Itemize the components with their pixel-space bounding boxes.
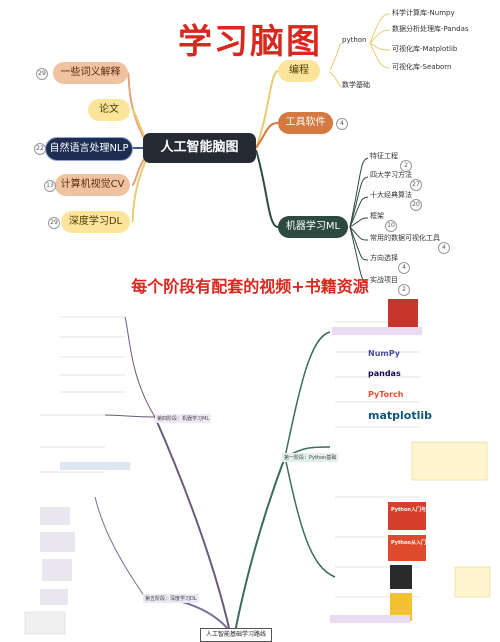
ml-item-badge: 20 (410, 199, 422, 211)
ml-item-badge: 2 (398, 284, 410, 296)
center-node[interactable]: 人工智能脑图 (143, 133, 256, 163)
numpy-logo: NumPy (368, 349, 400, 358)
node-dl[interactable]: 深度学习DL (61, 211, 130, 233)
leaf-seaborn[interactable]: 可视化库-Seaborn (392, 63, 452, 71)
book-cover-2: Python从入门到精通 (391, 540, 441, 546)
ml-item-badge: 2 (400, 160, 412, 172)
page-title: 学习脑图 (178, 22, 322, 62)
ml-item[interactable]: 常用的数据可视化工具 (370, 234, 440, 242)
branch-stage1[interactable]: 第一阶段：Python基础 (282, 453, 339, 462)
ml-item[interactable]: 方向选择 (370, 254, 398, 262)
roadmap-connectors (24, 299, 491, 635)
ml-item-badge: 10 (385, 220, 397, 232)
leaf-matplotlib[interactable]: 可视化库-Matplotlib (392, 45, 458, 53)
matplotlib-logo: matplotlib (368, 409, 433, 422)
badge-terms: 29 (36, 68, 48, 80)
pandas-logo: pandas (368, 369, 401, 378)
node-programming[interactable]: 编程 (278, 60, 320, 82)
ml-item[interactable]: 四大学习方法 (370, 171, 412, 179)
node-ml[interactable]: 机器学习ML (278, 216, 348, 238)
node-papers[interactable]: 论文 (88, 99, 130, 121)
ml-item[interactable]: 十大经典算法 (370, 191, 412, 199)
node-terms[interactable]: 一些词义解释 (53, 62, 128, 84)
leaf-python[interactable]: python (342, 36, 367, 44)
ml-item-badge: 4 (438, 242, 450, 254)
badge-dl: 29 (48, 217, 60, 229)
ml-item[interactable]: 框架 (370, 212, 384, 220)
pytorch-logo: PyTorch (368, 390, 404, 399)
branch-stage5[interactable]: 第五阶段：深度学习DL (143, 594, 199, 603)
ml-item-badge: 4 (398, 262, 410, 274)
resources-subtitle: 每个阶段有配套的视频+书籍资源 (131, 277, 369, 296)
mindmap-connectors (127, 13, 391, 283)
node-tools[interactable]: 工具软件 (278, 112, 333, 134)
branch-stage4[interactable]: 第四阶段：机器学习ML (155, 414, 212, 423)
badge-tools: 4 (336, 118, 348, 130)
node-cv[interactable]: 计算机视觉CV (55, 174, 130, 196)
roadmap-mindmap: NumPy pandas PyTorch matplotlib Python入门… (0, 297, 500, 642)
roadmap-root[interactable]: 人工智能基础学习路线 (200, 628, 272, 642)
leaf-numpy[interactable]: 科学计算库-Numpy (392, 9, 455, 17)
leaf-math[interactable]: 数学基础 (342, 81, 370, 89)
badge-nlp: 22 (34, 143, 46, 155)
node-nlp[interactable]: 自然语言处理NLP (45, 137, 133, 161)
ml-item-badge: 27 (410, 179, 422, 191)
book-cover-1: Python入门与实践 (391, 507, 436, 513)
ml-item[interactable]: 特征工程 (370, 152, 398, 160)
ml-item[interactable]: 实战项目 (370, 276, 398, 284)
leaf-pandas[interactable]: 数据分析处理库-Pandas (392, 25, 469, 33)
badge-cv: 13 (44, 180, 56, 192)
